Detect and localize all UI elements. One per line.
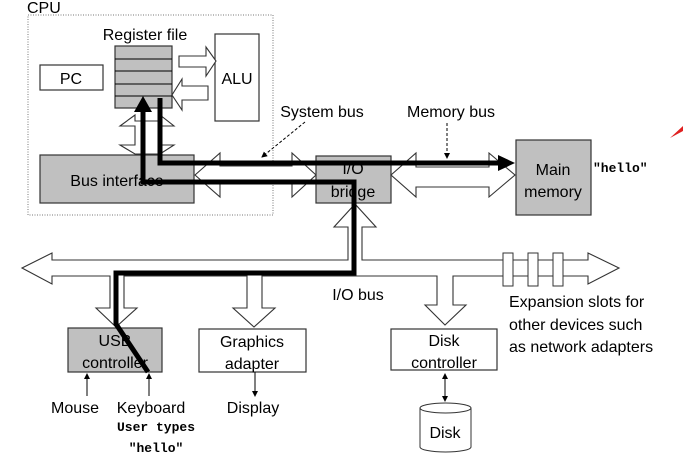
- pc-label: PC: [60, 71, 82, 88]
- main-memory-line1: Main: [536, 162, 571, 179]
- usb-controller-box: [67, 327, 163, 373]
- disk-label: Disk: [429, 425, 461, 442]
- memory-arrowhead: [498, 155, 515, 171]
- alu-label: ALU: [221, 71, 252, 88]
- bus-interface-label: Bus interface: [70, 173, 163, 190]
- reg-bus-interface-arrow: [118, 113, 176, 155]
- main-memory-box: [515, 139, 592, 216]
- disk-controller-box: [390, 328, 498, 371]
- alu-box: [214, 33, 260, 122]
- cpu-boundary: [27, 14, 274, 216]
- io-bus-label: I/O bus: [332, 287, 384, 304]
- register-arrowhead: [134, 96, 152, 112]
- graphics-line1: Graphics: [220, 334, 284, 351]
- disk-cylinder: [419, 402, 472, 453]
- reg-to-alu-arrow: [178, 45, 217, 78]
- keyboard-to-register-path: [113, 110, 357, 374]
- system-bus-label: System bus: [280, 104, 364, 121]
- pc-box: [39, 64, 104, 91]
- io-bus-arrow: [20, 203, 621, 328]
- alu-to-reg-arrow: [171, 77, 209, 112]
- main-memory-line2: memory: [524, 184, 582, 201]
- usb-line2: controller: [82, 355, 148, 372]
- register-to-memory-path: [157, 98, 500, 166]
- mouse-label: Mouse: [51, 400, 99, 417]
- system-bus-pointer: [261, 121, 306, 158]
- keyboard-label: Keyboard: [117, 400, 186, 417]
- memory-bus-label: Memory bus: [407, 104, 495, 121]
- expansion-line3: as network adapters: [509, 339, 653, 356]
- graphics-line2: adapter: [225, 356, 280, 373]
- register-file-label: Register file: [103, 27, 188, 44]
- expansion-slots: [502, 252, 564, 287]
- annotation-mark: [670, 126, 683, 138]
- disk-controller-line2: controller: [411, 355, 477, 372]
- display-label: Display: [227, 400, 279, 417]
- expansion-line2: other devices such: [509, 317, 642, 334]
- disk-controller-line1: Disk: [428, 333, 460, 350]
- memory-content-hello: "hello": [593, 161, 648, 176]
- memory-bus-arrow: [390, 151, 516, 199]
- cpu-label: CPU: [27, 0, 61, 17]
- user-types-line1: User types: [117, 420, 195, 435]
- expansion-line1: Expansion slots for: [509, 294, 645, 311]
- user-types-line2: "hello": [129, 441, 184, 456]
- graphics-adapter-box: [198, 328, 307, 373]
- system-bus-arrow: [194, 151, 317, 199]
